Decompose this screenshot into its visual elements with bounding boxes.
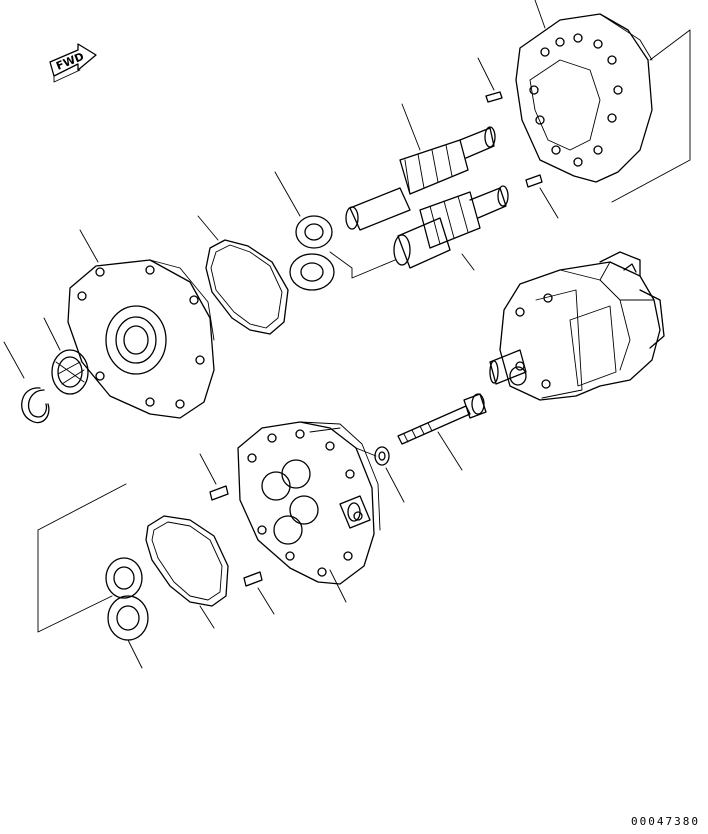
oil-seal <box>43 317 89 395</box>
drawing-number: 00047380 <box>631 815 700 828</box>
bushing-pair <box>105 557 149 669</box>
leader-line <box>37 483 127 633</box>
washer <box>374 446 405 503</box>
dowel-pin <box>477 57 503 103</box>
dowel-pin <box>199 453 229 501</box>
fwd-label: FWD <box>54 50 86 73</box>
through-bolt <box>397 393 487 471</box>
dowel-pin <box>243 571 275 615</box>
drive-gear-shaft <box>345 103 496 231</box>
fwd-arrow-icon: FWD <box>49 43 97 83</box>
front-pump-body <box>237 421 381 603</box>
gasket-seal <box>197 215 289 335</box>
gasket-seal <box>145 515 229 629</box>
rear-pump-body <box>515 13 691 203</box>
dowel-pin <box>525 174 559 219</box>
front-cover <box>67 229 215 419</box>
leader-line <box>534 0 546 29</box>
bushing-pair <box>274 171 396 291</box>
assembled-pump <box>489 251 665 401</box>
snap-ring <box>3 341 50 424</box>
driven-gear-shaft <box>393 185 509 271</box>
